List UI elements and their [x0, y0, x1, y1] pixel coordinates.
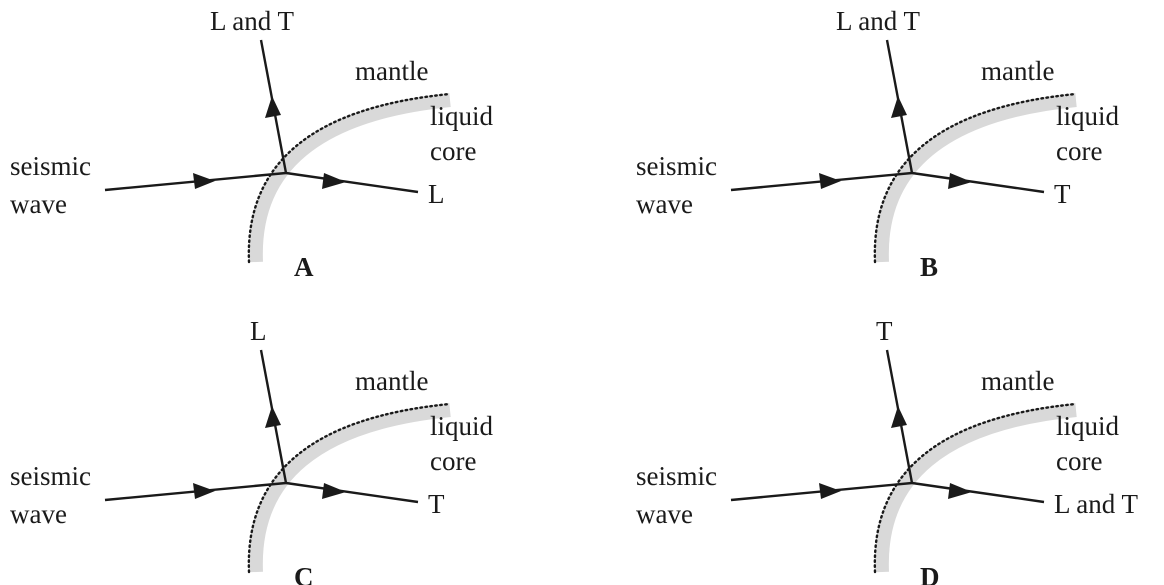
reflected-ray-label: L and T — [836, 6, 920, 36]
incident-arrowhead — [193, 173, 215, 189]
incident-label-line2: wave — [10, 189, 67, 219]
core-boundary-line — [873, 402, 1078, 574]
panel-a: L and T mantle liquid core seismic wave … — [10, 6, 494, 282]
refracted-arrowhead — [948, 483, 972, 499]
incident-label-line2: wave — [636, 189, 693, 219]
panel-c: L mantle liquid core seismic wave T C — [10, 316, 494, 585]
option-letter: A — [294, 252, 314, 282]
incident-label-line1: seismic — [10, 151, 91, 181]
option-letter: C — [294, 562, 314, 585]
incident-arrowhead — [193, 483, 215, 499]
reflected-arrowhead — [891, 96, 907, 118]
refracted-ray-label: T — [428, 489, 445, 519]
core-label-line1: liquid — [430, 101, 494, 131]
incident-arrowhead — [819, 173, 841, 189]
core-boundary-line — [247, 92, 452, 264]
refracted-arrowhead — [322, 173, 346, 189]
refracted-ray-label: L — [428, 179, 445, 209]
core-boundary-line — [873, 92, 1078, 264]
refracted-arrowhead — [948, 173, 972, 189]
core-label-line2: core — [430, 446, 476, 476]
refracted-ray — [911, 481, 1045, 504]
panel-d: T mantle liquid core seismic wave L and … — [636, 316, 1138, 585]
reflected-ray-label: L and T — [210, 6, 294, 36]
reflected-ray-label: T — [876, 316, 893, 346]
incident-label-line1: seismic — [636, 461, 717, 491]
refracted-ray — [911, 171, 1045, 194]
core-label-line1: liquid — [430, 411, 494, 441]
refracted-ray — [285, 481, 419, 504]
incident-label-line2: wave — [636, 499, 693, 529]
core-boundary-line — [247, 402, 452, 574]
incident-arrowhead — [819, 483, 841, 499]
refracted-arrowhead — [322, 483, 346, 499]
mantle-core-band — [874, 93, 1077, 263]
core-label-line2: core — [1056, 446, 1102, 476]
refracted-ray-label: T — [1054, 179, 1071, 209]
incident-label-line2: wave — [10, 499, 67, 529]
incident-label-line1: seismic — [636, 151, 717, 181]
mantle-core-band — [248, 403, 451, 573]
option-letter: B — [920, 252, 938, 282]
mantle-label: mantle — [355, 56, 428, 86]
incident-label-line1: seismic — [10, 461, 91, 491]
refracted-ray-label: L and T — [1054, 489, 1138, 519]
core-label-line1: liquid — [1056, 101, 1120, 131]
reflected-arrowhead — [891, 406, 907, 428]
core-label-line1: liquid — [1056, 411, 1120, 441]
mantle-label: mantle — [981, 56, 1054, 86]
core-label-line2: core — [430, 136, 476, 166]
option-letter: D — [920, 562, 940, 585]
refracted-ray — [285, 171, 419, 194]
mantle-label: mantle — [981, 366, 1054, 396]
panel-b: L and T mantle liquid core seismic wave … — [636, 6, 1120, 282]
reflected-arrowhead — [265, 406, 281, 428]
reflected-arrowhead — [265, 96, 281, 118]
core-label-line2: core — [1056, 136, 1102, 166]
mantle-label: mantle — [355, 366, 428, 396]
mantle-core-band — [248, 93, 451, 263]
reflected-ray-label: L — [250, 316, 267, 346]
mantle-core-band — [874, 403, 1077, 573]
